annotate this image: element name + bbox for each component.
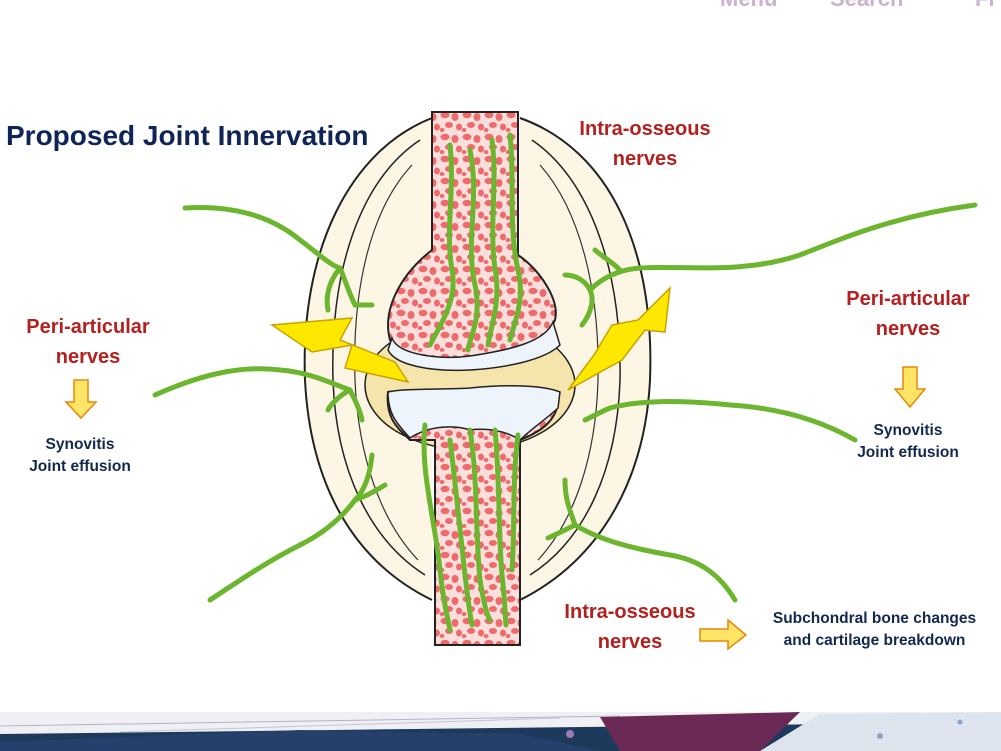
lightning-bolt-icon: [567, 285, 671, 391]
peri-articular-label-right: Peri-articular nerves: [846, 288, 970, 340]
intra-osseous-label-top: Intra-osseous nerves: [579, 118, 711, 170]
more-link[interactable]: Fi: [975, 0, 995, 12]
intra-osseous-nerves-lower: [421, 422, 521, 633]
page-title: Proposed Joint Innervation: [6, 120, 369, 151]
down-arrow-icon: [64, 379, 98, 420]
search-link[interactable]: Search: [830, 0, 903, 12]
outcome-left: Synovitis Joint effusion: [29, 436, 131, 475]
outcome-bottom: Subchondral bone changes and cartilage b…: [772, 610, 977, 649]
footer-banner: [0, 712, 1001, 751]
peri-articular-nerves: [152, 202, 978, 603]
top-nav: Menu Search Fi: [0, 0, 1001, 12]
outcome-right: Synovitis Joint effusion: [857, 422, 959, 461]
peri-articular-label-left: Peri-articular nerves: [26, 316, 150, 368]
joint-diagram: [64, 111, 978, 651]
intra-osseous-label-bottom: Intra-osseous nerves: [564, 601, 696, 653]
lightning-bolt-icon: [269, 317, 410, 384]
intra-osseous-nerves-upper: [427, 132, 523, 353]
down-arrow-icon: [893, 366, 927, 409]
menu-link[interactable]: Menu: [720, 0, 777, 12]
right-arrow-icon: [699, 618, 748, 651]
